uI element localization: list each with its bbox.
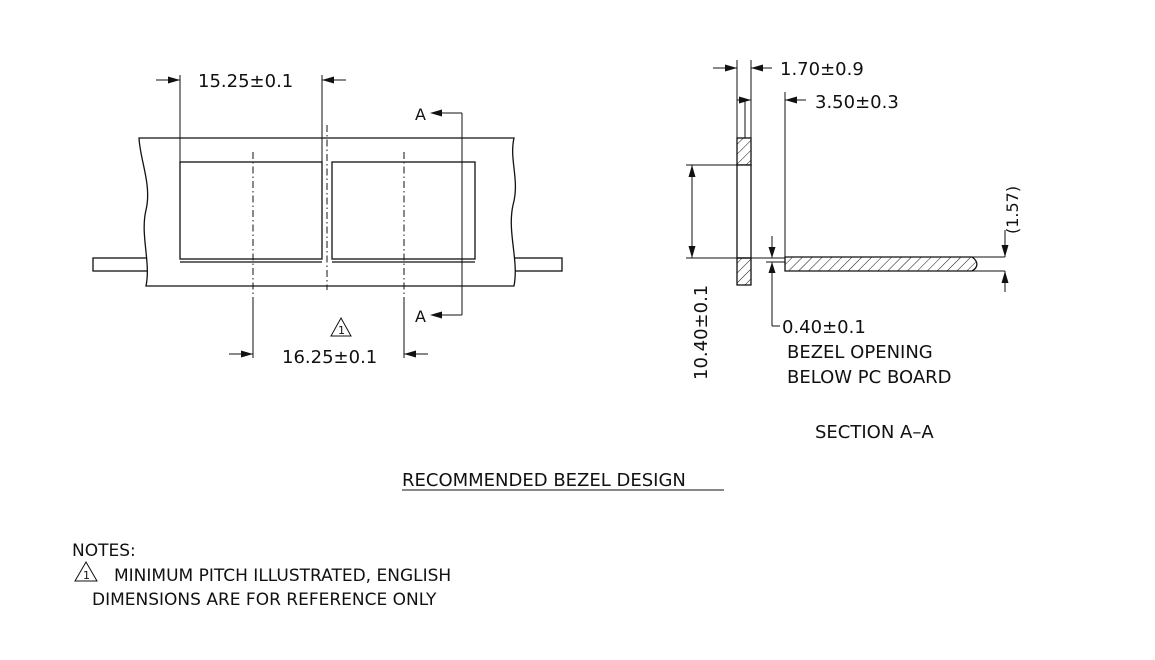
section-mark-bottom: A xyxy=(415,307,426,326)
bezel-wall-lower xyxy=(736,257,752,286)
svg-text:1: 1 xyxy=(338,324,345,337)
note-item-line1: MINIMUM PITCH ILLUSTRATED, ENGLISH xyxy=(114,566,451,586)
dim-bezel-to-board: 3.50±0.3 xyxy=(815,92,899,113)
dim-bezel-thickness: 1.70±0.9 xyxy=(780,59,864,80)
note-ref-triangle-icon: 1 xyxy=(330,316,352,337)
front-view: 15.25±0.1 16.25±0.1 1 A A xyxy=(92,71,563,368)
svg-text:1: 1 xyxy=(83,569,90,582)
section-cut-line: A A xyxy=(415,105,463,326)
opening-note-line2: BELOW PC BOARD xyxy=(787,367,952,388)
dim-pitch-top: 15.25±0.1 xyxy=(198,71,293,92)
note-triangle-icon: 1 xyxy=(74,561,98,582)
note-item-line2: DIMENSIONS ARE FOR REFERENCE ONLY xyxy=(92,590,437,610)
dim-opening-offset: 0.40±0.1 xyxy=(782,317,866,338)
section-view: 1.70±0.9 3.50±0.3 10.40±0.1 0.40±0.1 BEZ… xyxy=(686,59,1022,443)
opening-note-line1: BEZEL OPENING xyxy=(787,342,933,363)
dim-board-thickness: (1.57) xyxy=(1003,186,1022,234)
notes-heading: NOTES: xyxy=(72,541,136,561)
dim-pitch-bottom: 16.25±0.1 xyxy=(282,347,377,368)
dim-opening-height: 10.40±0.1 xyxy=(691,285,712,380)
pc-board-section xyxy=(784,256,978,272)
drawing-title: RECOMMENDED BEZEL DESIGN xyxy=(402,470,686,491)
left-window xyxy=(179,161,323,260)
section-title: SECTION A–A xyxy=(815,422,934,443)
bezel-wall-middle xyxy=(736,164,752,259)
notes-block: NOTES: 1 MINIMUM PITCH ILLUSTRATED, ENGL… xyxy=(72,541,451,610)
bezel-wall-upper xyxy=(736,137,752,166)
section-mark-top: A xyxy=(415,105,426,124)
